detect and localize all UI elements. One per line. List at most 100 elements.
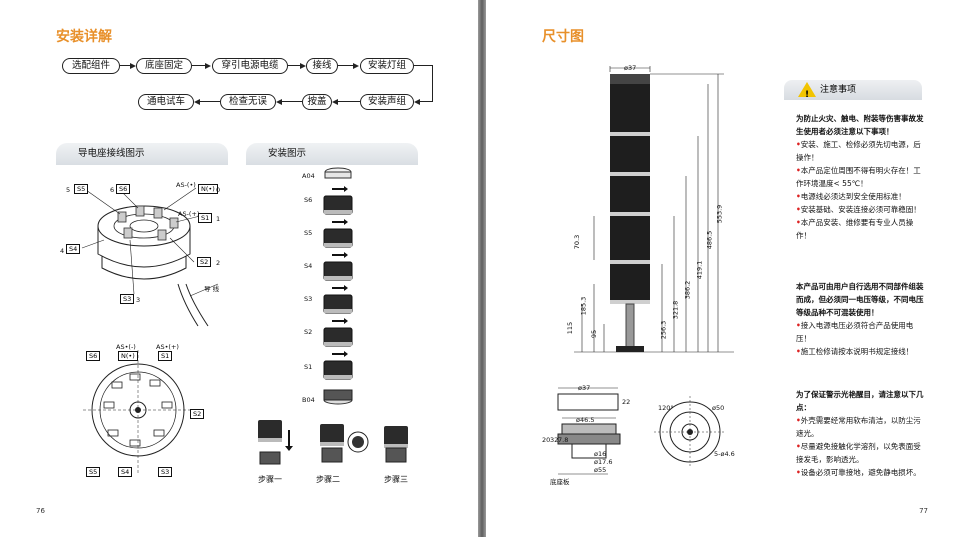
base-h4: 7.8 — [558, 436, 569, 444]
notes-group-2: 本产品可由用户自行选用不同部件组装而成，但必须同一电压等级，不同电压等级品种不可… — [796, 280, 924, 358]
base-h2: 20 — [542, 436, 551, 444]
wire-label-s2: S2 — [197, 257, 212, 267]
base-h3: 32 — [550, 436, 559, 444]
note-item: •安装基础、安装连接必须可靠稳固！ — [796, 205, 921, 214]
flow-step-4: 接线 — [306, 58, 338, 74]
note-item: •设备必须可靠接地，避免静电损坏。 — [796, 468, 921, 477]
note-item: •接入电源电压必须符合产品使用电压！ — [796, 321, 914, 343]
wire-label-wire: 导 线 — [204, 285, 220, 293]
note-item: •本产品安装、维修要有专业人员操作！ — [796, 218, 914, 240]
wire-label-s1: S1 — [198, 213, 213, 223]
right-page: 尺寸图 ø37 553.9 486.5 419.1 386.2 321.8 25… — [486, 0, 964, 537]
plan-label-as-minus: AS•(-) — [116, 343, 136, 351]
wire-label-n: N(•) — [198, 184, 218, 194]
flow-step-7: 按盖 — [302, 94, 332, 110]
notes-head-3: 为了保证警示光艳醒目，请注意以下几点： — [796, 390, 924, 412]
install-steps-illustration — [258, 420, 408, 465]
stack-label-s5: S5 — [304, 229, 313, 237]
stack-label-b04: B04 — [302, 396, 315, 404]
flow-step-2: 底座固定 — [136, 58, 192, 74]
step-1-label: 步骤一 — [258, 475, 282, 484]
plan-label-s5: S5 — [86, 467, 101, 477]
stack-label-a04: A04 — [302, 172, 315, 180]
wire-label-6: 6 — [110, 186, 115, 194]
wiring-plan-illustration — [82, 350, 198, 474]
note-item: •安装、施工、检修必须先切电源，后操作！ — [796, 140, 921, 162]
base-plate-label: 底座板 — [550, 478, 570, 486]
flow-step-8: 检查无误 — [220, 94, 276, 110]
dim-95: 95 — [590, 329, 599, 339]
tab-install: 安装图示 — [246, 143, 418, 165]
install-stack-illustration — [323, 167, 353, 405]
note-item: •尽量避免接触化学溶剂，以免表面受接发毛，影响透光。 — [796, 442, 921, 464]
step-3-label: 步骤三 — [384, 475, 408, 484]
base-angle: 120° — [658, 404, 674, 412]
tab-wiring: 导电座接线图示 — [56, 143, 228, 165]
dim-486: 486.5 — [705, 230, 714, 250]
flow-step-5: 安装灯组 — [360, 58, 414, 74]
wiring-base-illustration — [81, 187, 219, 327]
wire-label-5: 5 — [66, 186, 71, 194]
flow-step-6: 安装声组 — [360, 94, 414, 110]
wire-label-4: 4 — [60, 247, 65, 255]
wire-label-as-plus: AS-(+) — [178, 210, 200, 218]
wire-label-s6: S6 — [116, 184, 131, 194]
base-dia2: ø46.5 — [576, 416, 595, 424]
left-page: 安装详解 选配组件 底座固定 穿引电源电缆 接线 安装灯组 安装声组 按盖 检查… — [0, 0, 478, 537]
base-top-dia: ø50 — [712, 404, 725, 412]
stack-label-s6: S6 — [304, 196, 313, 204]
wire-label-2: 2 — [216, 259, 221, 267]
notes-group-1: 为防止火灾、触电、附装等伤害事故发生使用者必须注意以下事项！ •安装、施工、检修… — [796, 112, 924, 242]
base-side-drawing — [557, 387, 621, 475]
note-item: •本产品定位周围不得有明火存在！工作环境温度< 55℃！ — [796, 166, 921, 188]
dim-185: 185.3 — [579, 296, 588, 316]
flow-step-1: 选配组件 — [62, 58, 120, 74]
warning-mark-icon: ! — [805, 90, 810, 100]
notice-title: 注意事项 — [820, 85, 857, 95]
flow-step-3: 穿引电源电缆 — [212, 58, 288, 74]
notes-head-1: 为防止火灾、触电、附装等伤害事故发生使用者必须注意以下事项！ — [796, 114, 924, 136]
stack-label-s4: S4 — [304, 262, 313, 270]
wire-label-0: 0 — [216, 186, 221, 194]
dim-419: 419.1 — [695, 260, 704, 280]
stack-label-s3: S3 — [304, 295, 313, 303]
dim-256: 256.3 — [659, 320, 668, 340]
note-item: •电源线必须达到安全使用标准！ — [796, 192, 906, 201]
plan-label-s1: S1 — [158, 351, 173, 361]
wire-label-3: 3 — [136, 296, 141, 304]
base-top-drawing — [654, 396, 726, 468]
wire-label-1: 1 — [216, 215, 221, 223]
wire-label-s3: S3 — [120, 294, 135, 304]
note-item: •施工检修请按本说明书规定接线！ — [796, 347, 914, 356]
wire-label-s4: S4 — [66, 244, 81, 254]
wire-label-s5: S5 — [74, 184, 89, 194]
notes-group-3: 为了保证警示光艳醒目，请注意以下几点： •外壳需要经常用软布清洁，以防尘污遮光。… — [796, 388, 924, 479]
flow-step-9: 通电试车 — [138, 94, 194, 110]
dim-115: 115 — [566, 321, 575, 335]
base-r3: ø55 — [594, 466, 607, 474]
left-page-number: 76 — [36, 507, 45, 515]
wire-label-as-minus: AS-(•) — [176, 181, 196, 189]
stack-label-s2: S2 — [304, 328, 313, 336]
note-item: •外壳需要经常用软布清洁，以防尘污遮光。 — [796, 416, 921, 438]
plan-label-s3: S3 — [158, 467, 173, 477]
plan-label-s6: S6 — [86, 351, 101, 361]
right-section-title: 尺寸图 — [542, 29, 584, 45]
right-page-number: 77 — [919, 507, 928, 515]
base-dia: ø37 — [578, 384, 591, 392]
stack-label-s1: S1 — [304, 363, 313, 371]
dim-553: 553.9 — [715, 204, 724, 224]
plan-label-s2: S2 — [190, 409, 205, 419]
dim-top-dia: ø37 — [624, 64, 637, 72]
dim-386: 386.2 — [683, 280, 692, 300]
warning-icon — [798, 82, 816, 97]
plan-label-s4: S4 — [118, 467, 133, 477]
plan-label-n: N(•) — [118, 351, 138, 361]
base-r1: ø16 — [594, 450, 607, 458]
base-r2: ø17.6 — [594, 458, 613, 466]
tower-dimension-drawing — [574, 66, 734, 353]
left-section-title: 安装详解 — [56, 29, 112, 45]
plan-label-as-plus: AS•(+) — [156, 343, 179, 351]
base-h1: 22 — [622, 398, 631, 406]
step-2-label: 步骤二 — [316, 475, 340, 484]
